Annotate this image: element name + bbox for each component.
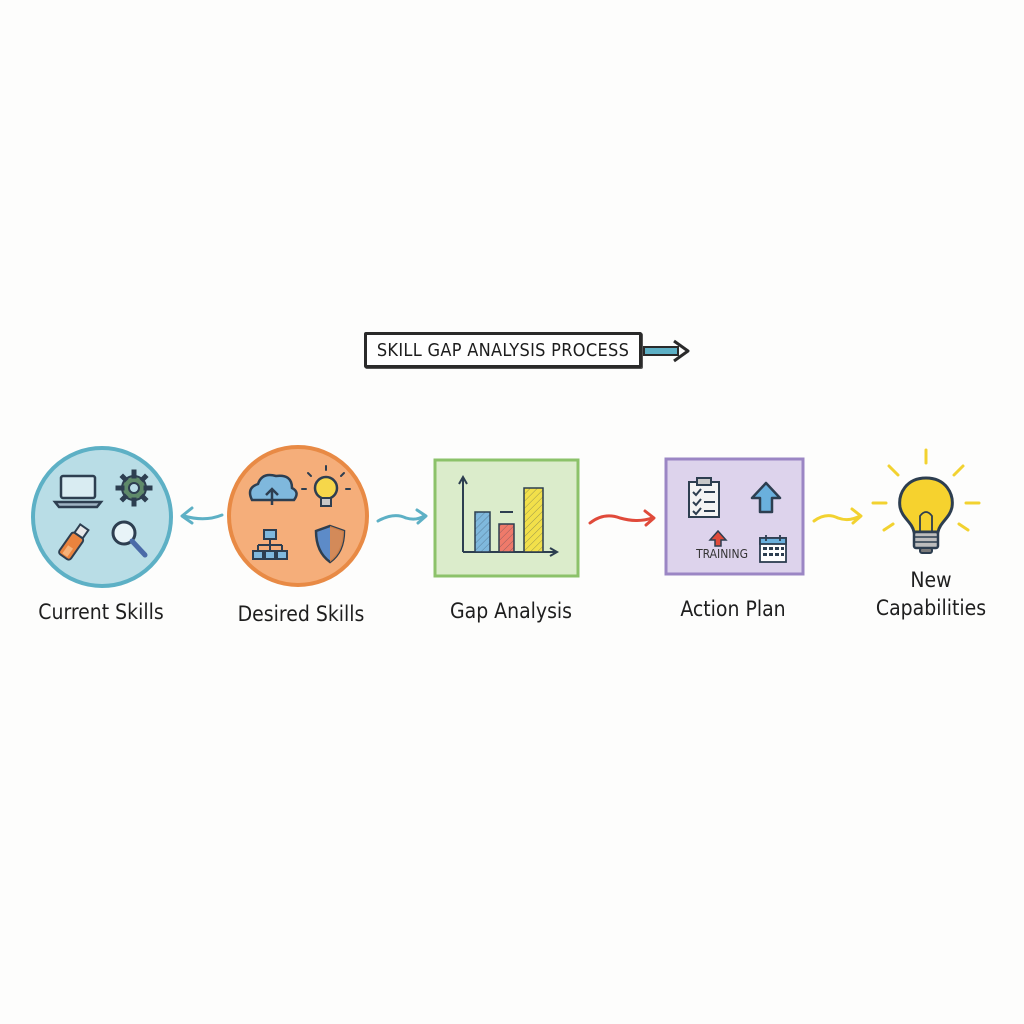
shield-icon bbox=[314, 524, 346, 564]
stage-current-skills bbox=[31, 446, 173, 588]
stage-label-new-capabilities: New Capabilities bbox=[875, 568, 987, 620]
small-up-arrow-icon bbox=[708, 529, 728, 547]
usb-drive-icon bbox=[58, 522, 90, 561]
up-arrow-icon bbox=[750, 481, 782, 514]
stage-new-capabilities bbox=[871, 448, 981, 554]
arrow-action-to-new bbox=[812, 507, 863, 525]
org-chart-icon bbox=[252, 529, 288, 560]
lightbulb-icon bbox=[871, 448, 981, 554]
stage-desired-skills bbox=[227, 445, 369, 587]
stage-label-desired-skills: Desired Skills bbox=[237, 602, 365, 626]
bar-chart-icon bbox=[458, 474, 560, 557]
stage-label-action-plan: Action Plan bbox=[680, 597, 786, 621]
laptop-icon bbox=[52, 474, 104, 509]
training-tag: TRAINING bbox=[696, 547, 748, 561]
magnifier-icon bbox=[111, 520, 148, 558]
stage-gap-analysis bbox=[433, 458, 580, 578]
gear-icon bbox=[115, 469, 153, 507]
stage-label-gap-analysis: Gap Analysis bbox=[449, 599, 573, 623]
checklist-icon bbox=[688, 477, 720, 518]
cloud-upload-icon bbox=[248, 473, 298, 505]
arrow-gap-to-action bbox=[588, 509, 656, 527]
title-arrow-icon bbox=[643, 339, 690, 363]
stage-label-current-skills: Current Skills bbox=[38, 600, 164, 624]
lightbulb-icon bbox=[301, 465, 351, 507]
calendar-icon bbox=[759, 535, 787, 563]
arrow-desired-to-current bbox=[180, 506, 224, 525]
diagram-title: SKILL GAP ANALYSIS PROCESS bbox=[364, 332, 642, 368]
stage-action-plan bbox=[664, 457, 805, 576]
arrow-desired-to-gap bbox=[376, 508, 428, 525]
